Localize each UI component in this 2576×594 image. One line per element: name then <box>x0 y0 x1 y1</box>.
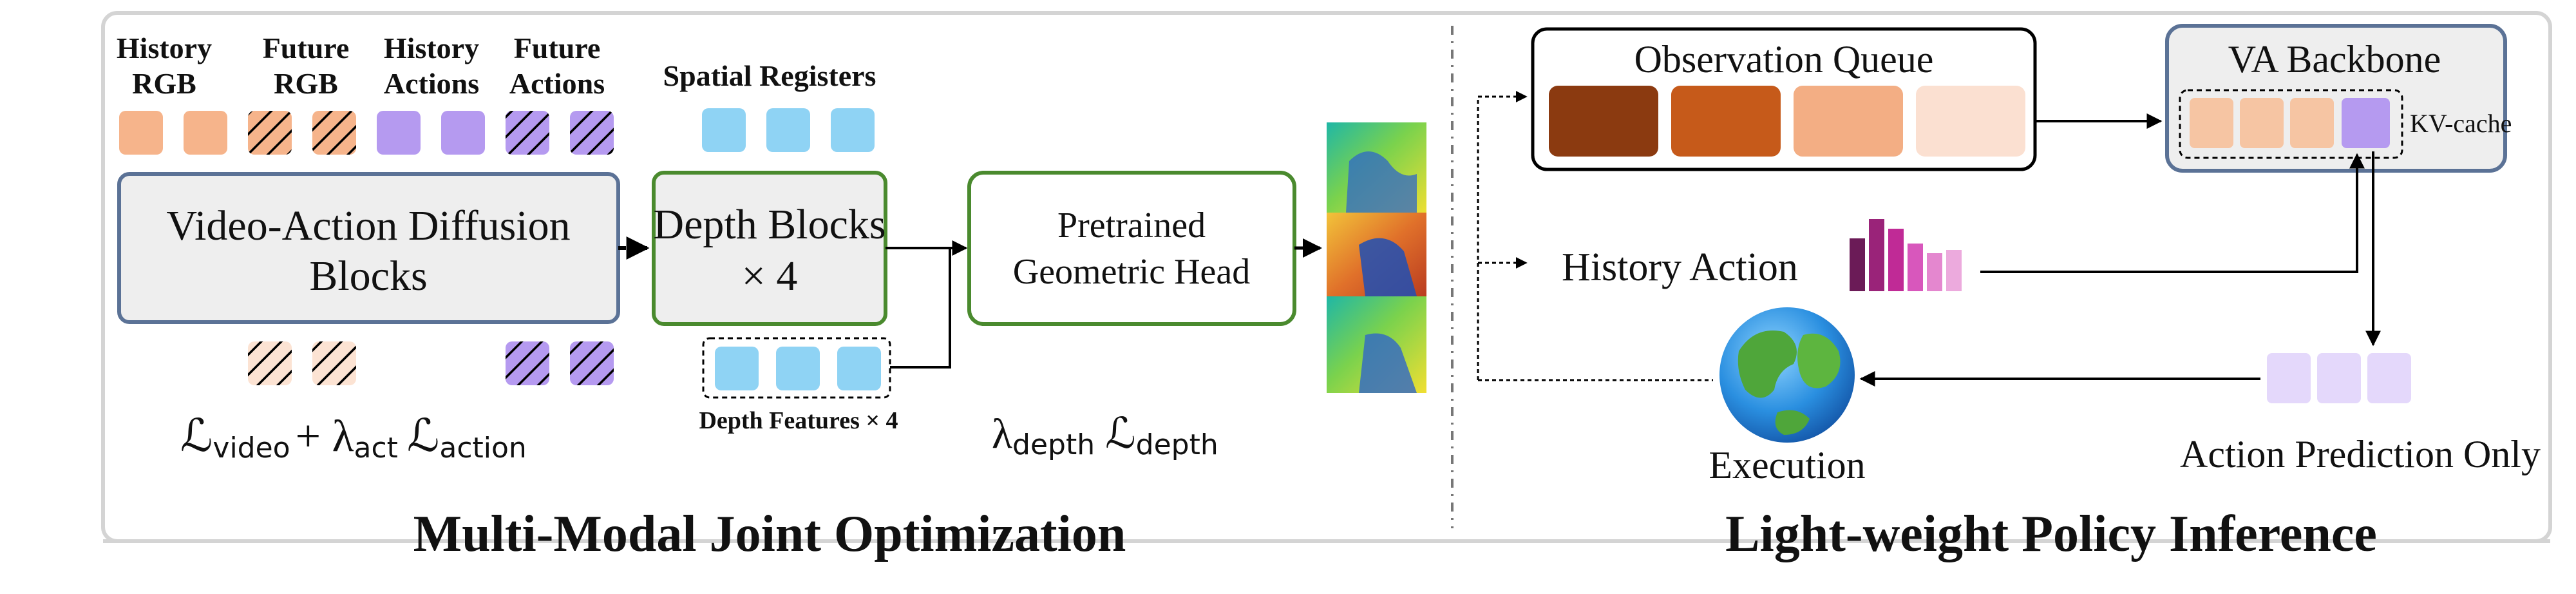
spatial-register-tokens <box>702 108 875 152</box>
geometric-head-block <box>967 171 1296 326</box>
history-rgb-label: History <box>117 32 212 64</box>
future-actions-label: Actions <box>509 67 605 100</box>
execution-label: Execution <box>1709 444 1865 486</box>
future-actions-label: Future <box>514 32 601 64</box>
future-rgb-output-hatch <box>248 341 292 385</box>
history-action-to-backbone-arrow <box>1980 153 2365 273</box>
prediction-token <box>2367 353 2411 403</box>
right-section-title: Light-weight Policy Inference <box>1725 506 2377 562</box>
history-rgb-label: RGB <box>132 67 196 100</box>
depth-features-label: Depth Features × 4 <box>699 407 898 434</box>
token-group-labels: History RGB Future RGB History Actions F… <box>117 32 605 100</box>
spatial-register-token <box>766 108 810 152</box>
action-prediction-label: Action Prediction Only <box>2180 433 2541 475</box>
prediction-token <box>2267 353 2311 403</box>
history-action-bar <box>1908 244 1923 291</box>
observation-token <box>1794 86 1903 157</box>
depth-map-previews <box>1327 122 1426 393</box>
geometric-head-subtitle: Geometric Head <box>1013 252 1250 292</box>
future-rgb-label: RGB <box>274 67 338 100</box>
history-action-bar <box>1850 238 1865 291</box>
va-backbone-title: VA Backbone <box>2228 38 2441 81</box>
future-action-token-hatch <box>570 111 614 155</box>
history-rgb-token <box>184 111 227 155</box>
depth-blocks-block <box>652 171 887 326</box>
diffusion-block-subtitle: Blocks <box>309 253 427 300</box>
spatial-register-token <box>702 108 746 152</box>
depth-feature-token <box>776 347 820 390</box>
observation-token <box>1671 86 1781 157</box>
future-action-output-hatch <box>570 341 614 385</box>
input-token-row <box>119 111 614 155</box>
earth-icon <box>1719 307 1855 443</box>
prediction-token <box>2317 353 2361 403</box>
observation-queue-tokens <box>1549 86 2025 157</box>
history-action-bar <box>1869 219 1884 291</box>
history-action-bar <box>1927 253 1942 291</box>
history-actions-label: History <box>384 32 479 64</box>
history-action-bar <box>1888 229 1904 291</box>
depth-blocks-subtitle: × 4 <box>742 253 798 300</box>
execution-feedback-rail <box>1477 91 1528 380</box>
depth-features-group <box>702 337 891 399</box>
observation-token <box>1916 86 2025 157</box>
history-action-token <box>441 111 485 155</box>
spatial-registers-label: Spatial Registers <box>663 59 876 92</box>
history-action-bars <box>1850 219 1962 291</box>
history-actions-label: Actions <box>384 67 479 100</box>
diffusion-block-title: Video-Action Diffusion <box>166 202 570 249</box>
history-rgb-token <box>119 111 163 155</box>
history-action-bar <box>1946 250 1962 291</box>
geometric-head-title: Pretrained <box>1057 206 1206 245</box>
depth-blocks-title: Depth Blocks <box>653 201 886 248</box>
kv-cache-token <box>2290 98 2334 148</box>
kv-cache-group <box>2179 89 2403 159</box>
depth-features-to-head-arrow <box>890 240 968 369</box>
future-rgb-token-hatch <box>248 111 292 155</box>
observation-queue-title: Observation Queue <box>1634 38 1934 81</box>
kv-cache-token <box>2190 98 2233 148</box>
future-rgb-output-hatch <box>312 341 356 385</box>
future-action-output-hatch <box>506 341 549 385</box>
output-token-row <box>248 341 614 385</box>
kv-cache-label: KV-cache <box>2410 109 2512 138</box>
kv-cache-action-token <box>2342 98 2390 148</box>
left-section-title: Multi-Modal Joint Optimization <box>413 506 1126 562</box>
future-rgb-label: Future <box>263 32 350 64</box>
observation-token <box>1549 86 1658 157</box>
history-action-token <box>377 111 421 155</box>
future-rgb-token-hatch <box>312 111 356 155</box>
kv-cache-token <box>2240 98 2284 148</box>
spatial-register-token <box>831 108 875 152</box>
depth-feature-token <box>837 347 881 390</box>
history-action-label: History Action <box>1562 245 1798 289</box>
future-action-token-hatch <box>506 111 549 155</box>
depth-feature-token <box>715 347 759 390</box>
